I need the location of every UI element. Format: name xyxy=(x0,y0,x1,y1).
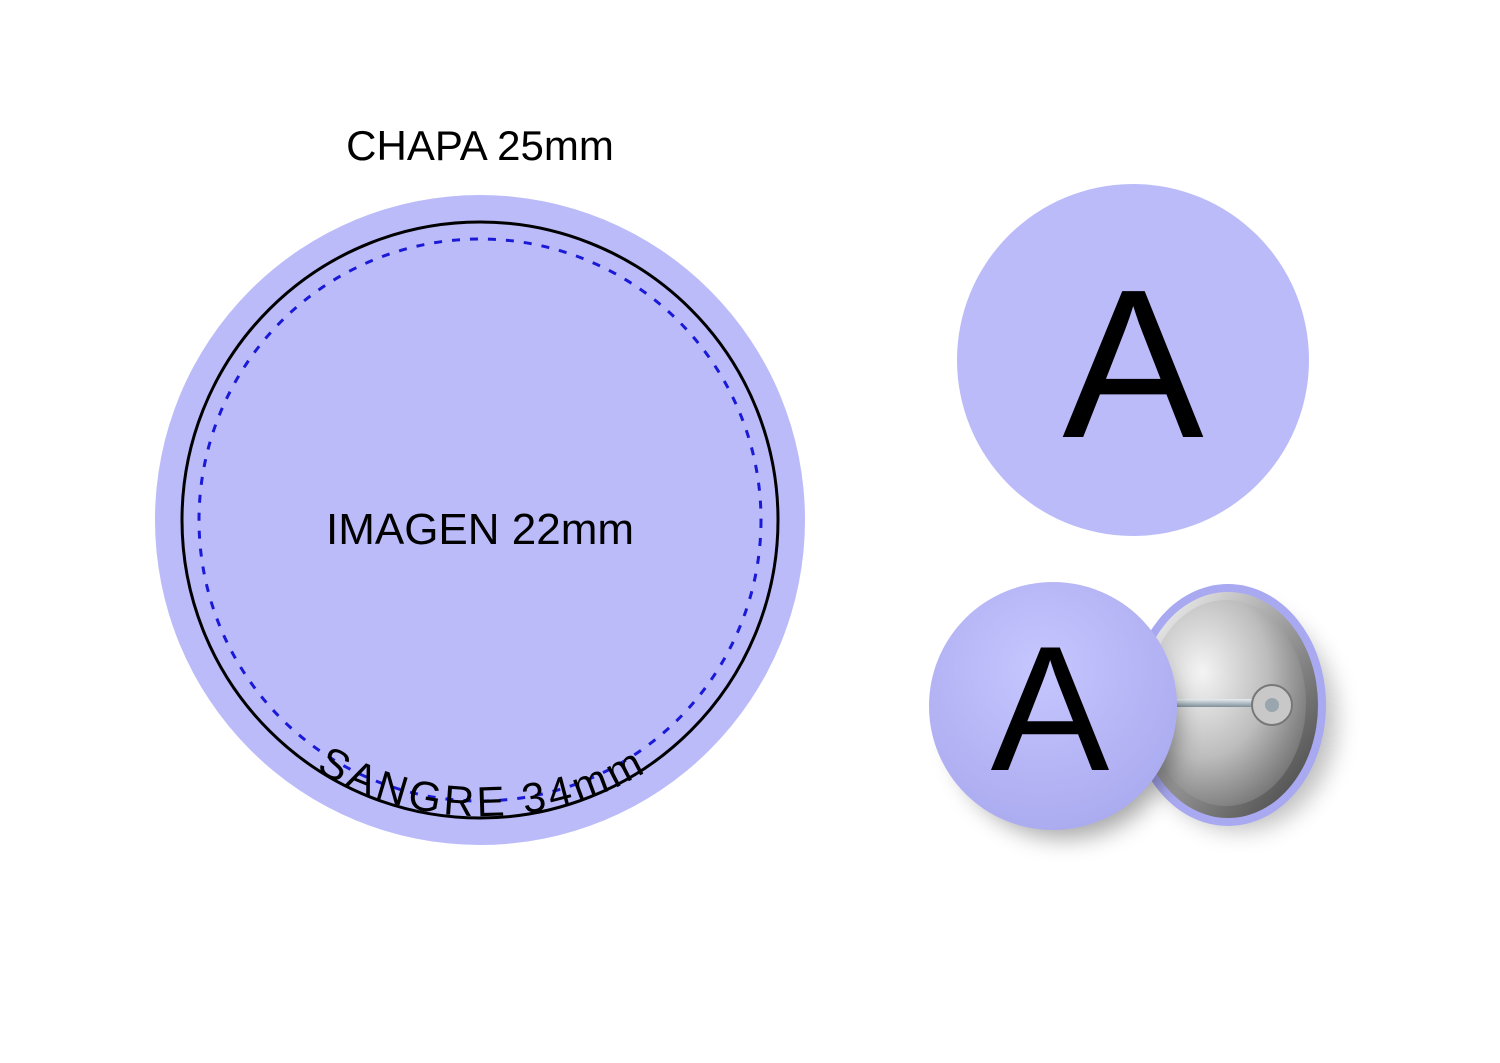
badge-front-face xyxy=(929,582,1177,830)
flat-preview: A xyxy=(957,184,1309,536)
badge-mockup: A xyxy=(929,582,1336,838)
template-title: CHAPA 25mm xyxy=(346,122,614,169)
cut-line-circle xyxy=(180,220,780,820)
badge-template: CHAPA 25mm IMAGEN 22mm SANGRE 34mm xyxy=(155,122,805,845)
safe-area-dashed-circle xyxy=(197,237,763,803)
bleed-circle xyxy=(155,195,805,845)
badge-back xyxy=(1130,584,1336,830)
pin-hinge-center xyxy=(1265,698,1279,712)
badge-front: A xyxy=(929,582,1177,838)
image-size-label: IMAGEN 22mm xyxy=(326,505,634,554)
preview-circle xyxy=(957,184,1309,536)
badge-letter: A xyxy=(991,609,1110,808)
preview-letter: A xyxy=(1062,245,1203,482)
